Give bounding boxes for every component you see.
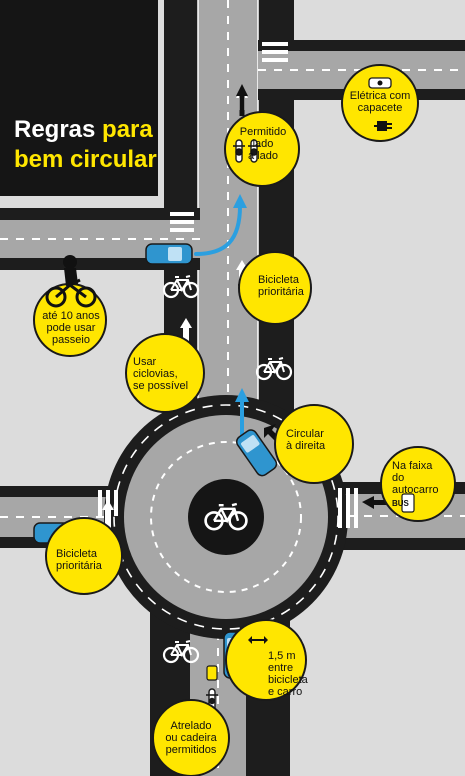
sign-priority-top: Bicicleta prioritária xyxy=(258,274,304,298)
electric-plug-icon xyxy=(368,77,392,131)
sign-priority-left: Bicicleta prioritária xyxy=(56,548,102,572)
sign-side-by-side: Permitido lado a lado xyxy=(239,126,287,162)
sign-trailer: Atrelado ou cadeira permitidos xyxy=(165,720,217,756)
page-subtitle: bem circular xyxy=(14,146,157,173)
sign-sidewalk-age: até 10 anos pode usar passeio xyxy=(42,310,100,346)
sign-distance: 1,5 m entre bicicleta e carro xyxy=(268,650,308,698)
sign-bike-lanes: Usar ciclovias, se possível xyxy=(133,356,189,392)
sign-bus-lane: Na faixa do autocarro xyxy=(392,460,439,496)
title-panel xyxy=(0,0,158,196)
page-title: Regras para xyxy=(14,116,153,143)
sign-keep-right: Circular à direita xyxy=(286,428,326,452)
child-cyclist-icon xyxy=(45,255,97,308)
bus-label: BUS xyxy=(392,499,409,508)
car-icon xyxy=(145,243,193,265)
car-icon xyxy=(235,429,278,477)
sign-electric-helmet: Elétrica com capacete xyxy=(349,90,411,114)
